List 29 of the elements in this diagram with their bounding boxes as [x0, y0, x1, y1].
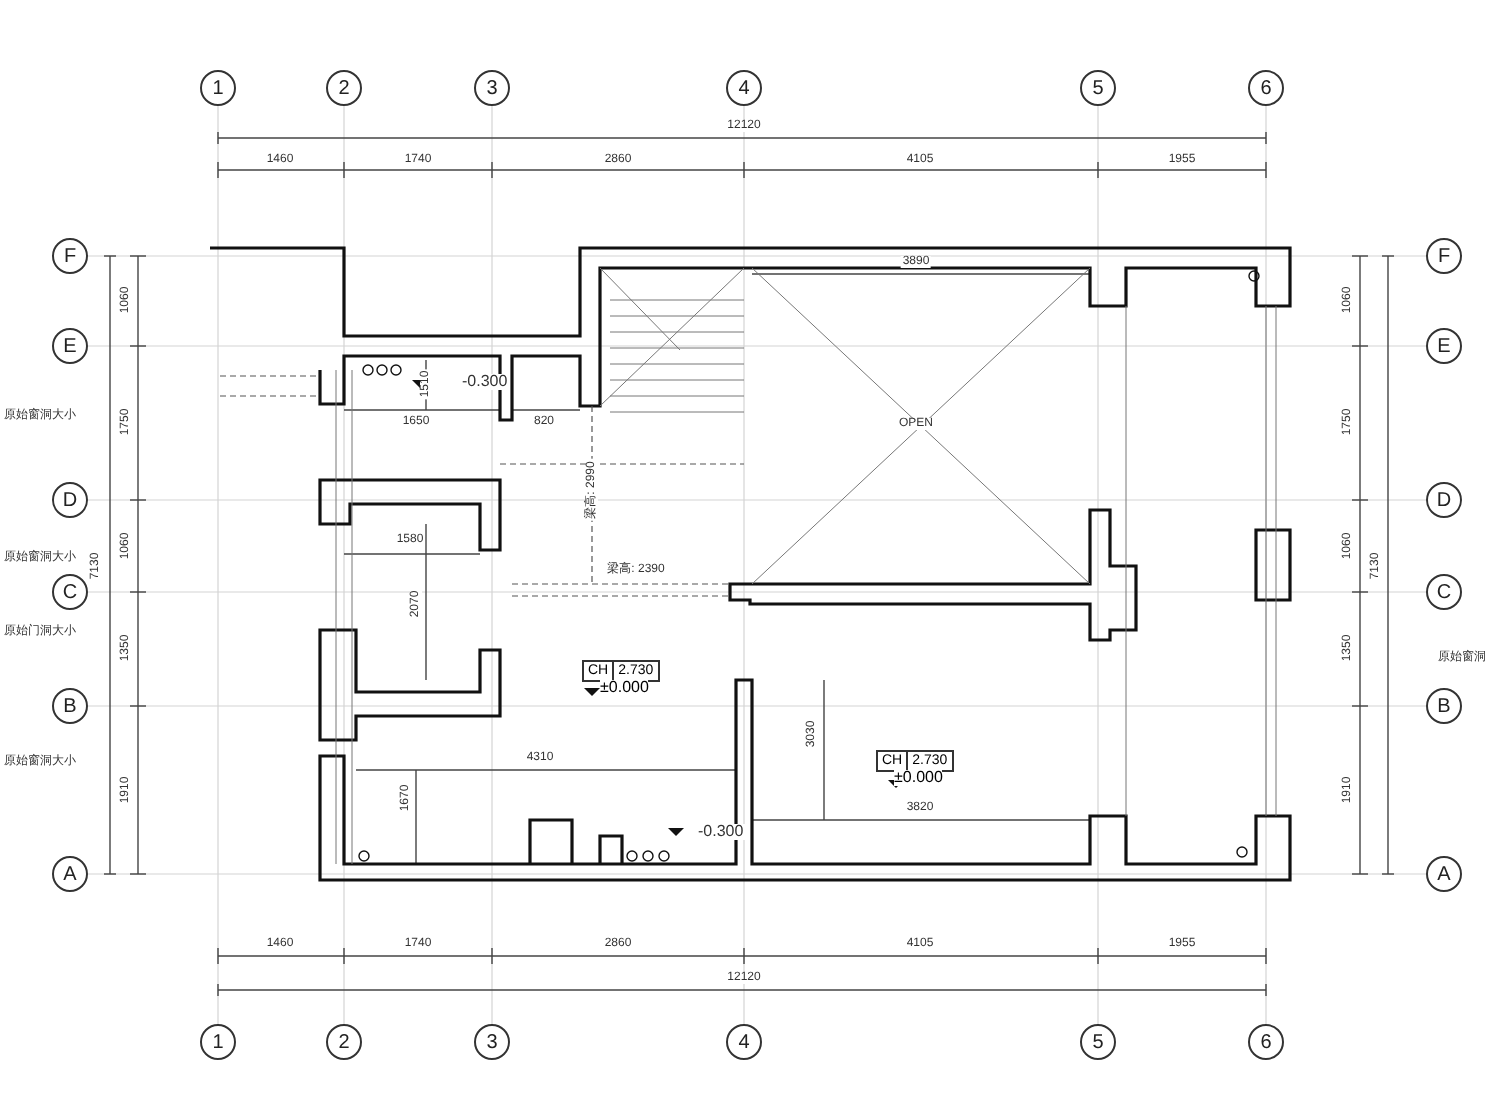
- grid-bubble: 5: [1080, 1024, 1116, 1060]
- elevation-label: ±0.000: [600, 680, 649, 696]
- grid-bubble: E: [1426, 328, 1462, 364]
- grid-bubble: 4: [726, 70, 762, 106]
- elevation-label: ±0.000: [894, 770, 943, 786]
- grid-bubble: 1: [200, 1024, 236, 1060]
- grid-bubble: 6: [1248, 70, 1284, 106]
- elevation-label: -0.300: [460, 374, 510, 390]
- grid-line: [87, 873, 1427, 875]
- grid-bubble: 6: [1248, 1024, 1284, 1060]
- grid-bubble: 3: [474, 1024, 510, 1060]
- grid-bubble: C: [1426, 574, 1462, 610]
- grid-bubble: 2: [326, 1024, 362, 1060]
- grid-bubble: A: [1426, 856, 1462, 892]
- grid-bubble: 4: [726, 1024, 762, 1060]
- grid-bubble: D: [52, 482, 88, 518]
- grid-bubble: A: [52, 856, 88, 892]
- grid-bubble: B: [1426, 688, 1462, 724]
- grid-bubble: B: [52, 688, 88, 724]
- grid-bubble: D: [1426, 482, 1462, 518]
- grid-bubble: 3: [474, 70, 510, 106]
- grid-bubble: 5: [1080, 70, 1116, 106]
- elevation-label: -0.300: [696, 824, 746, 840]
- grid-bubble: F: [52, 238, 88, 274]
- grid-bubble: E: [52, 328, 88, 364]
- grid-bubble: C: [52, 574, 88, 610]
- grid-bubble: 1: [200, 70, 236, 106]
- grid-bubble: F: [1426, 238, 1462, 274]
- grid-bubble: 2: [326, 70, 362, 106]
